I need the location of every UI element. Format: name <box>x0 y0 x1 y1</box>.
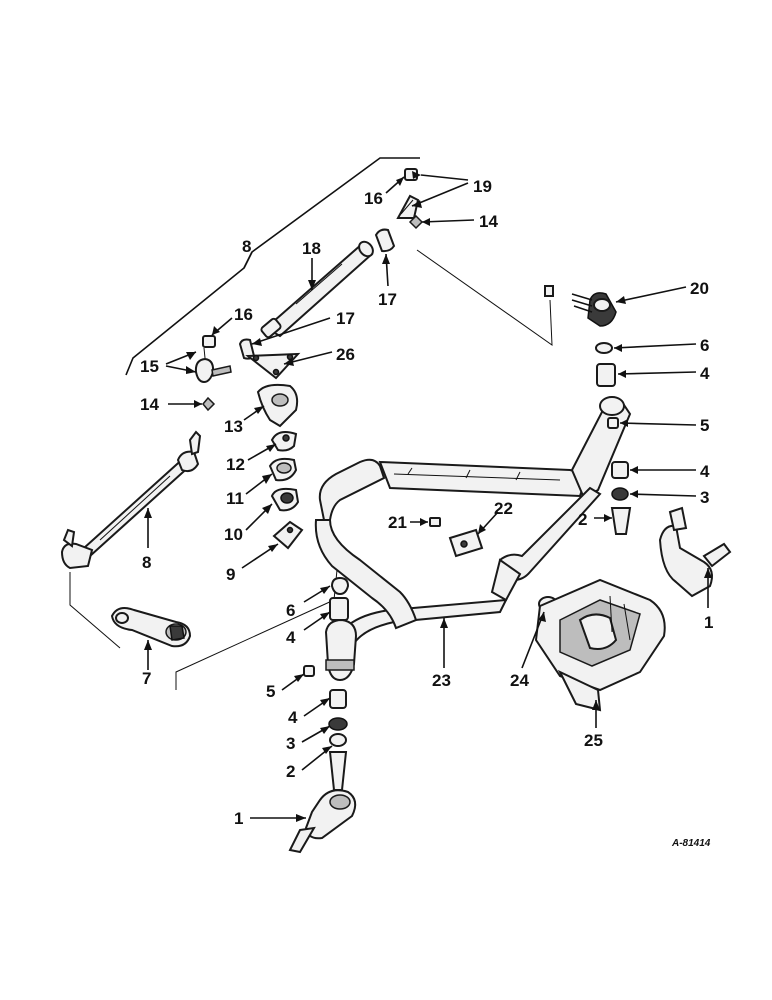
callout-labels: 16 19 14 8 18 17 20 16 17 15 26 6 4 14 1… <box>140 177 713 828</box>
callout-2-left: 2 <box>286 762 295 781</box>
callout-3-right: 3 <box>700 488 709 507</box>
callout-24: 24 <box>510 671 529 690</box>
callout-8: 8 <box>242 237 251 256</box>
callout-4-right-lower: 4 <box>700 462 710 481</box>
spindle-stack-right <box>595 342 732 598</box>
callout-17: 17 <box>378 290 397 309</box>
callout-14: 14 <box>479 212 498 231</box>
callout-5-right: 5 <box>700 416 709 435</box>
callout-20: 20 <box>690 279 709 298</box>
callout-26: 26 <box>336 345 355 364</box>
steering-arm-stack <box>256 383 304 550</box>
callout-5-left: 5 <box>266 682 275 701</box>
callout-13: 13 <box>224 417 243 436</box>
callout-21: 21 <box>388 513 407 532</box>
part-20-fitting <box>544 285 617 327</box>
callout-23: 23 <box>432 671 451 690</box>
callout-4-left-lower: 4 <box>288 708 298 727</box>
callout-17-mid: 17 <box>336 309 355 328</box>
callout-10: 10 <box>224 525 243 544</box>
callout-4-right: 4 <box>700 364 710 383</box>
callout-7: 7 <box>142 669 151 688</box>
callout-11: 11 <box>226 489 244 508</box>
tie-rod-8 <box>60 430 202 570</box>
callout-2-right: 2 <box>578 510 587 529</box>
callout-19: 19 <box>473 177 492 196</box>
callout-1-right: 1 <box>704 613 713 632</box>
callout-25: 25 <box>584 731 603 750</box>
leader-8-7 <box>69 572 121 649</box>
callout-8-lower: 8 <box>142 553 151 572</box>
callout-6-right: 6 <box>700 336 709 355</box>
callout-18: 18 <box>302 239 321 258</box>
spindle-stack-left <box>288 576 358 854</box>
leader-line-20 <box>416 249 553 346</box>
callout-3-left: 3 <box>286 734 295 753</box>
part-14-fitting <box>202 396 216 412</box>
arrowheads <box>144 171 712 822</box>
reference-code: A-81414 <box>671 838 711 849</box>
left-link-parts <box>194 335 301 384</box>
callout-16: 16 <box>364 189 383 208</box>
callout-15: 15 <box>140 357 159 376</box>
assembly-8-bracket <box>125 157 420 376</box>
part-25-housing <box>534 578 666 712</box>
callout-4-left: 4 <box>286 628 296 647</box>
callout-9: 9 <box>226 565 235 584</box>
callout-16-left: 16 <box>234 305 253 324</box>
steering-arm-7 <box>110 607 192 648</box>
callout-12: 12 <box>226 455 245 474</box>
callout-22: 22 <box>494 499 513 518</box>
drag-link-upper <box>260 168 424 339</box>
bracket-21-22 <box>429 517 484 558</box>
callout-6-left: 6 <box>286 601 295 620</box>
callout-1-left: 1 <box>234 809 243 828</box>
callout-14-left: 14 <box>140 395 159 414</box>
